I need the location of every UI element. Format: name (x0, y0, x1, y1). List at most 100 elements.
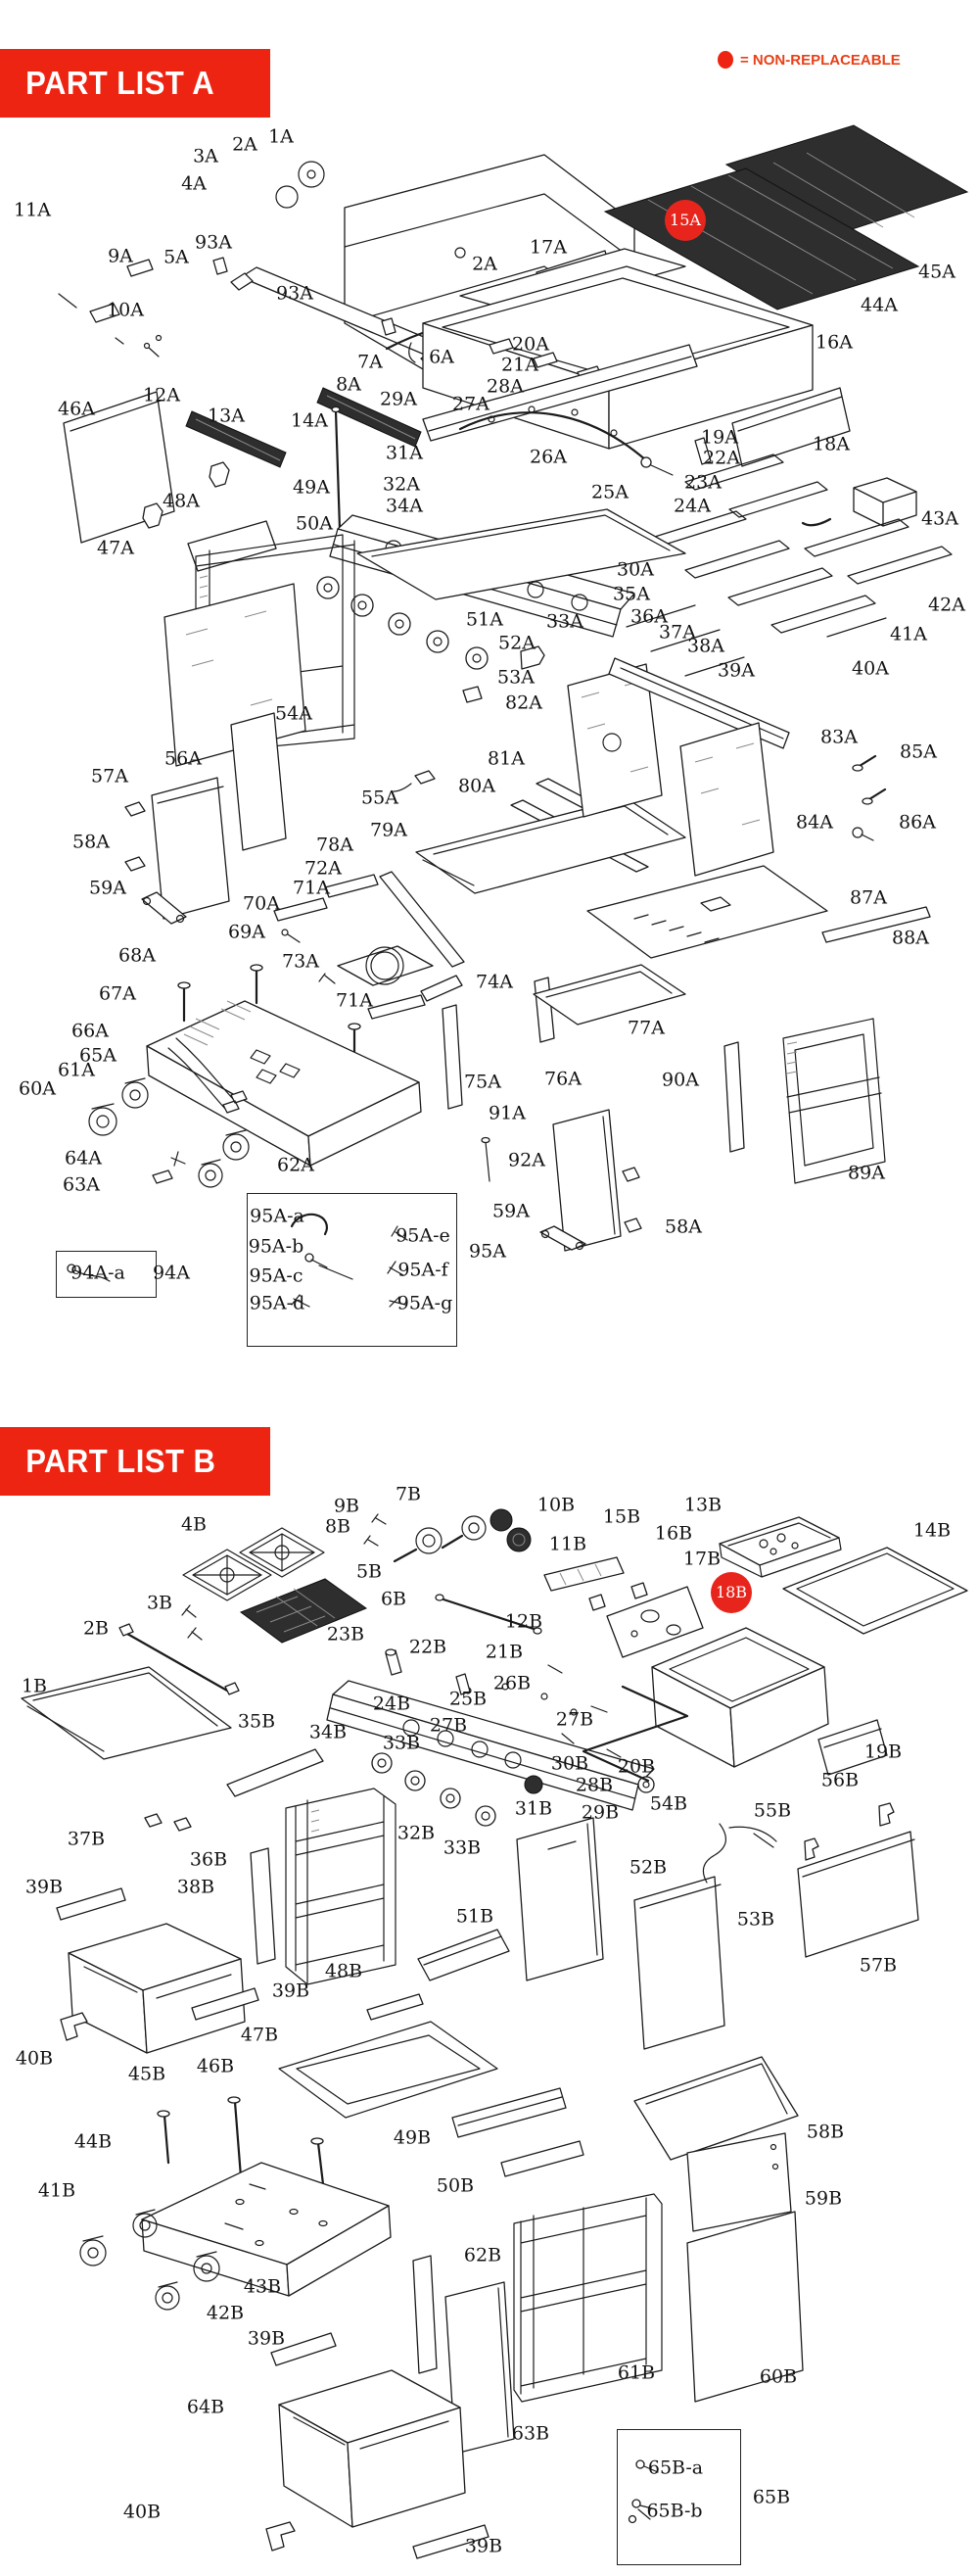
part-label-53b: 53B (736, 1908, 775, 1931)
part-label-12b: 12B (504, 1610, 543, 1633)
part-label-48a: 48A (163, 490, 200, 512)
part-label-36a: 36A (630, 605, 668, 628)
part-label-56b: 56B (820, 1769, 860, 1791)
part-label-65b-b: 65B-b (646, 2500, 703, 2522)
part-label-27b: 27B (555, 1708, 594, 1731)
part-label-74a: 74A (476, 971, 513, 993)
part-label-3a: 3A (193, 145, 218, 167)
part-label-19b: 19B (863, 1741, 903, 1763)
part-label-95a-d: 95A-d (249, 1292, 305, 1314)
part-label-18a: 18A (813, 433, 850, 455)
part-label-86a: 86A (899, 811, 936, 834)
part-label-37b: 37B (67, 1828, 106, 1850)
part-label-38a: 38A (687, 635, 724, 657)
part-label-71a: 71A (336, 989, 373, 1012)
part-label-15b: 15B (602, 1505, 641, 1528)
part-label-8a: 8A (336, 373, 361, 396)
part-label-7a: 7A (357, 351, 383, 373)
part-label-39b: 39B (247, 2327, 286, 2350)
part-label-51b: 51B (455, 1905, 494, 1928)
part-list-a-title: PART LIST A (25, 65, 215, 101)
part-label-60b: 60B (759, 2365, 798, 2388)
diagram-b-art (21, 1508, 968, 2559)
part-label-50a: 50A (296, 512, 333, 535)
part-label-30a: 30A (617, 558, 654, 581)
part-label-44b: 44B (73, 2130, 113, 2153)
part-label-14b: 14B (912, 1519, 952, 1542)
part-label-51a: 51A (466, 608, 503, 631)
part-label-65a: 65A (79, 1044, 117, 1067)
legend: = NON-REPLACEABLE (718, 51, 901, 69)
part-label-91a: 91A (489, 1102, 526, 1124)
part-label-31b: 31B (514, 1797, 553, 1820)
part-label-95a-g: 95A-g (396, 1292, 453, 1314)
part-label-63a: 63A (63, 1173, 100, 1196)
part-label-45a: 45A (918, 261, 956, 283)
part-label-28b: 28B (575, 1774, 614, 1796)
part-label-29b: 29B (581, 1801, 620, 1824)
part-label-58a: 58A (665, 1216, 702, 1238)
inset-box-b-1 (617, 2429, 741, 2565)
part-label-11a: 11A (14, 199, 51, 221)
part-label-42b: 42B (206, 2302, 245, 2324)
part-label-59a: 59A (89, 877, 126, 899)
part-label-52a: 52A (498, 632, 536, 654)
part-label-62a: 62A (277, 1154, 314, 1176)
part-label-5b: 5B (355, 1560, 383, 1583)
part-label-55a: 55A (361, 787, 398, 809)
part-label-33b: 33B (443, 1837, 482, 1859)
part-label-46a: 46A (58, 398, 95, 420)
part-label-30b: 30B (550, 1752, 589, 1775)
part-label-61b: 61B (617, 2361, 656, 2384)
part-label-9b: 9B (333, 1495, 360, 1517)
part-label-33b: 33B (382, 1732, 421, 1754)
inset-box-a-2 (247, 1193, 457, 1347)
part-label-2a: 2A (232, 133, 257, 156)
part-label-39b: 39B (271, 1980, 310, 2002)
diagram-a-art (58, 124, 969, 1308)
part-label-71a: 71A (293, 877, 330, 899)
part-label-83a: 83A (820, 726, 858, 748)
part-label-26a: 26A (530, 446, 567, 468)
part-label-50b: 50B (436, 2174, 475, 2197)
part-label-8b: 8B (324, 1515, 351, 1538)
part-label-94a: 94A (153, 1262, 190, 1284)
part-label-40b: 40B (122, 2501, 162, 2523)
part-label-25a: 25A (591, 481, 629, 503)
part-label-34b: 34B (308, 1721, 348, 1743)
part-label-48b: 48B (324, 1960, 363, 1982)
part-label-95a-f: 95A-f (397, 1259, 448, 1281)
part-label-32a: 32A (383, 473, 420, 496)
part-label-34a: 34A (386, 495, 423, 517)
part-label-10a: 10A (107, 299, 144, 321)
part-label-39b: 39B (24, 1876, 64, 1898)
part-label-49a: 49A (293, 476, 330, 499)
part-label-95a: 95A (469, 1240, 506, 1263)
part-label-69a: 69A (228, 921, 265, 943)
part-label-64b: 64B (186, 2396, 225, 2418)
part-label-29a: 29A (380, 388, 417, 410)
part-label-27b: 27B (429, 1714, 468, 1737)
part-label-21a: 21A (501, 354, 538, 376)
part-label-27a: 27A (452, 393, 490, 415)
part-label-41b: 41B (37, 2179, 76, 2202)
part-label-2b: 2B (82, 1617, 110, 1640)
part-label-37a: 37A (659, 621, 696, 644)
part-label-93a: 93A (276, 282, 313, 305)
part-label-65b-a: 65B-a (647, 2457, 704, 2479)
part-label-68a: 68A (118, 944, 156, 967)
part-label-63b: 63B (511, 2422, 550, 2445)
part-label-39a: 39A (718, 659, 755, 682)
part-label-10b: 10B (536, 1494, 576, 1516)
part-label-20b: 20B (617, 1755, 656, 1778)
part-label-95a-b: 95A-b (248, 1235, 304, 1258)
part-label-24b: 24B (372, 1693, 411, 1715)
part-label-21b: 21B (485, 1641, 524, 1663)
legend-text: = NON-REPLACEABLE (740, 51, 901, 69)
part-label-84a: 84A (796, 811, 833, 834)
part-label-44a: 44A (861, 294, 898, 316)
part-label-82a: 82A (505, 692, 542, 714)
part-label-22b: 22B (408, 1636, 447, 1658)
part-label-11b: 11B (548, 1533, 587, 1555)
